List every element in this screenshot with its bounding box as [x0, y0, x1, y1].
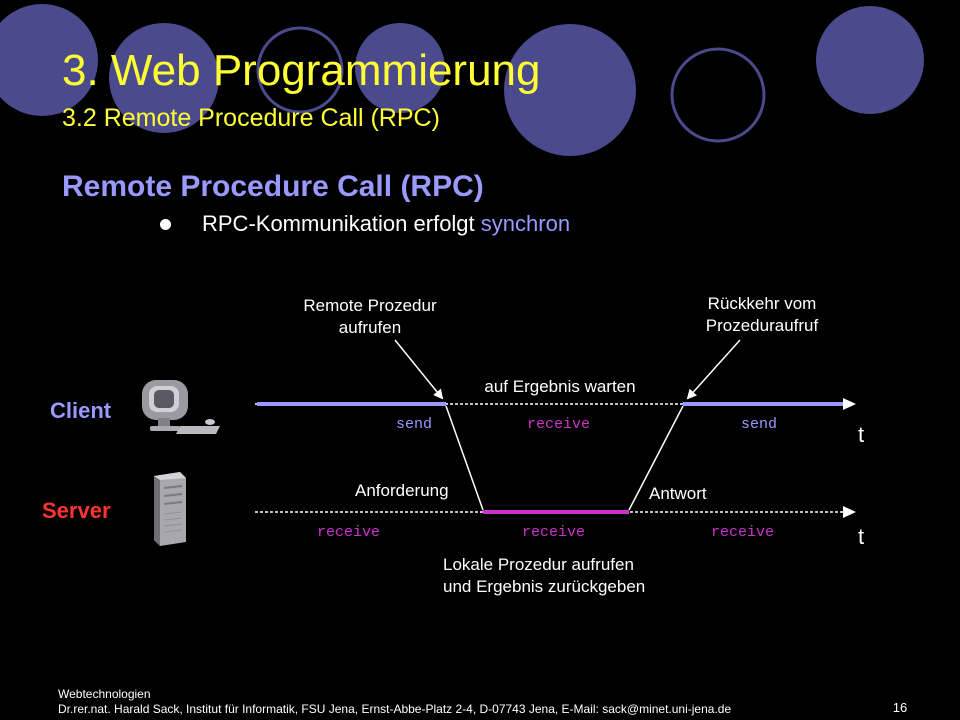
- computer-icon: [142, 380, 220, 434]
- section-heading: Remote Procedure Call (RPC): [62, 170, 484, 203]
- note-wait: auf Ergebnis warten: [484, 377, 636, 396]
- server-label: Server: [42, 498, 111, 523]
- deco-circle: [504, 24, 636, 156]
- client-time-arrowhead: [843, 398, 856, 410]
- deco-circle: [816, 6, 924, 114]
- bullet-icon: [160, 219, 171, 230]
- call-arrow: [394, 339, 444, 400]
- request-label: Anforderung: [355, 481, 449, 500]
- client-send-label: send: [396, 416, 433, 433]
- server-receive-label: receive: [711, 524, 775, 541]
- deco-circle: [109, 23, 219, 133]
- bullet-text: RPC-Kommunikation erfolgt: [202, 211, 481, 236]
- note-local-line: Lokale Prozedur aufrufen: [443, 555, 634, 574]
- note-local: Lokale Prozedur aufrufen und Ergebnis zu…: [443, 554, 645, 598]
- note-call-line: aufrufen: [338, 318, 402, 337]
- client-receive-label: receive: [527, 416, 591, 433]
- deco-circle: [256, 26, 344, 114]
- note-call: Remote Prozedur aufrufen: [280, 295, 460, 339]
- bullet-item: RPC-Kommunikation erfolgt synchron: [202, 211, 570, 237]
- note-local-line: und Ergebnis zurückgeben: [443, 577, 646, 596]
- client-label: Client: [50, 398, 112, 423]
- deco-circle: [0, 4, 98, 116]
- response-label: Antwort: [649, 484, 707, 503]
- client-send-label: send: [741, 416, 778, 433]
- page-number: 16: [892, 700, 908, 715]
- note-call-line: Remote Prozedur: [303, 296, 437, 315]
- note-return: Rückkehr vom Prozeduraufruf: [672, 293, 852, 337]
- client-time-label: t: [858, 422, 865, 447]
- footer-author: Dr.rer.nat. Harald Sack, Institut für In…: [58, 702, 732, 716]
- server-icon: [154, 472, 186, 546]
- note-return-line: Prozeduraufruf: [705, 316, 819, 335]
- slide-title: 3. Web Programmierung: [62, 46, 541, 95]
- server-time-label: t: [858, 524, 865, 549]
- server-time-arrowhead: [843, 506, 856, 518]
- deco-circle: [355, 23, 445, 113]
- server-receive-label: receive: [317, 524, 381, 541]
- return-arrow: [686, 339, 741, 400]
- note-return-line: Rückkehr vom: [707, 294, 817, 313]
- server-receive-label: receive: [522, 524, 586, 541]
- slide-subtitle: 3.2 Remote Procedure Call (RPC): [62, 104, 440, 132]
- bullet-highlight: synchron: [480, 211, 571, 236]
- footer-course: Webtechnologien: [58, 687, 151, 701]
- request-message-line: [445, 405, 484, 511]
- deco-circle: [670, 47, 766, 143]
- response-message-line: [628, 405, 684, 511]
